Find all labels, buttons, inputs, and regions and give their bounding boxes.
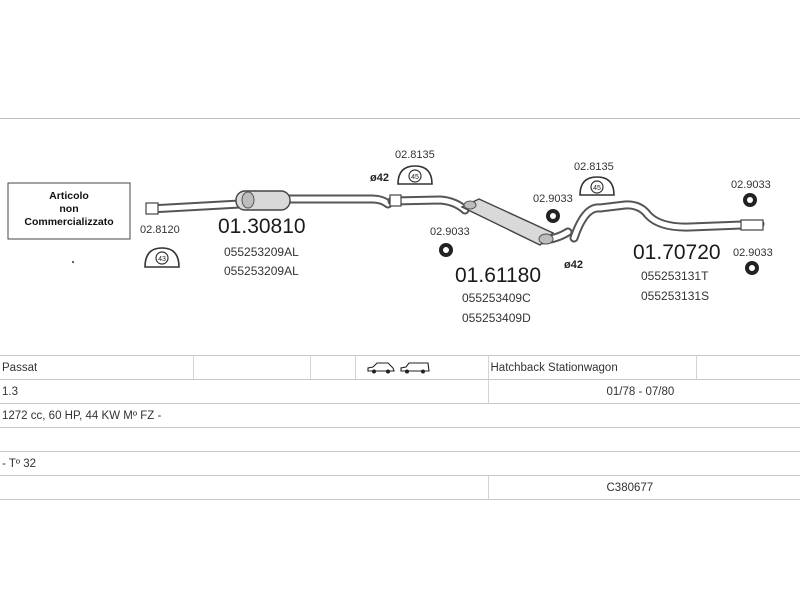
spec-row-model: Passat Hatchback Stationwagon xyxy=(0,355,800,380)
clamp-center-icon xyxy=(439,243,453,257)
center-muffler-oe1: 055253409C xyxy=(462,291,531,305)
mount-rear-number: 02.8135 xyxy=(574,161,614,173)
spec-engine: 1.3 xyxy=(0,379,489,404)
spec-row-code: C380677 xyxy=(0,475,800,500)
clamp-front-label: 43 xyxy=(158,256,166,263)
clamp-rear-b-icon xyxy=(743,193,757,207)
front-pipe-oe2: 055253209AL xyxy=(224,264,299,278)
clamp-rear-a-icon xyxy=(546,209,560,223)
mount-center-icon: 45 xyxy=(397,165,433,185)
clamp-rear-c-number: 02.9033 xyxy=(733,247,773,259)
spec-model: Passat xyxy=(0,355,194,380)
spec-type: - Tº 32 xyxy=(0,451,800,476)
mount-center-number: 02.8135 xyxy=(395,149,435,161)
pipe-diameter-1: ø42 xyxy=(370,172,389,184)
spec-table: Passat Hatchback Stationwagon 1.3 01/78 … xyxy=(0,355,800,500)
spec-row-engine: 1.3 01/78 - 07/80 xyxy=(0,379,800,404)
clamp-front-number: 02.8120 xyxy=(140,224,180,236)
rear-muffler-oe2: 055253131S xyxy=(641,289,709,303)
clamp-front-icon: 43 xyxy=(144,247,180,268)
rear-muffler-oe1: 055253131T xyxy=(641,269,709,283)
mount-center-label: 45 xyxy=(411,174,419,181)
mount-rear-icon: 45 xyxy=(579,176,615,196)
rear-muffler-number: 01.70720 xyxy=(633,241,721,264)
spec-details: 1272 cc, 60 HP, 44 KW Mº FZ - xyxy=(0,403,800,428)
car-icons-cell xyxy=(355,355,489,380)
center-muffler-number: 01.61180 xyxy=(455,264,541,287)
not-sold-box: Articolo non Commercializzato xyxy=(7,182,131,240)
pipe-diameter-2: ø42 xyxy=(564,259,583,271)
spec-years: 01/78 - 07/80 xyxy=(488,379,800,404)
spec-row-empty xyxy=(0,427,800,452)
spec-body-types: Hatchback Stationwagon xyxy=(488,355,697,380)
not-sold-line1: Articolo xyxy=(49,190,89,202)
spec-row-details: 1272 cc, 60 HP, 44 KW Mº FZ - xyxy=(0,403,800,428)
hatchback-car-icon xyxy=(366,362,395,374)
rear-muffler-part xyxy=(569,200,765,243)
front-pipe-oe1: 055253209AL xyxy=(224,245,299,259)
mount-rear-label: 45 xyxy=(593,185,601,192)
spec-row-type: - Tº 32 xyxy=(0,451,800,476)
center-muffler-part xyxy=(387,194,573,246)
clamp-rear-c-icon xyxy=(745,261,759,275)
front-pipe-part xyxy=(145,190,393,215)
front-pipe-number: 01.30810 xyxy=(218,215,306,238)
not-sold-line2: non xyxy=(59,203,78,215)
clamp-rear-b-number: 02.9033 xyxy=(731,179,771,191)
dot-mark xyxy=(72,261,74,263)
stationwagon-car-icon xyxy=(399,362,430,374)
exhaust-diagram: Articolo non Commercializzato 45 45 xyxy=(7,149,773,325)
not-sold-line3: Commercializzato xyxy=(24,216,113,228)
clamp-center-number: 02.9033 xyxy=(430,226,470,238)
spec-code: C380677 xyxy=(488,475,800,500)
clamp-rear-a-number: 02.9033 xyxy=(533,193,573,205)
center-muffler-oe2: 055253409D xyxy=(462,311,531,325)
